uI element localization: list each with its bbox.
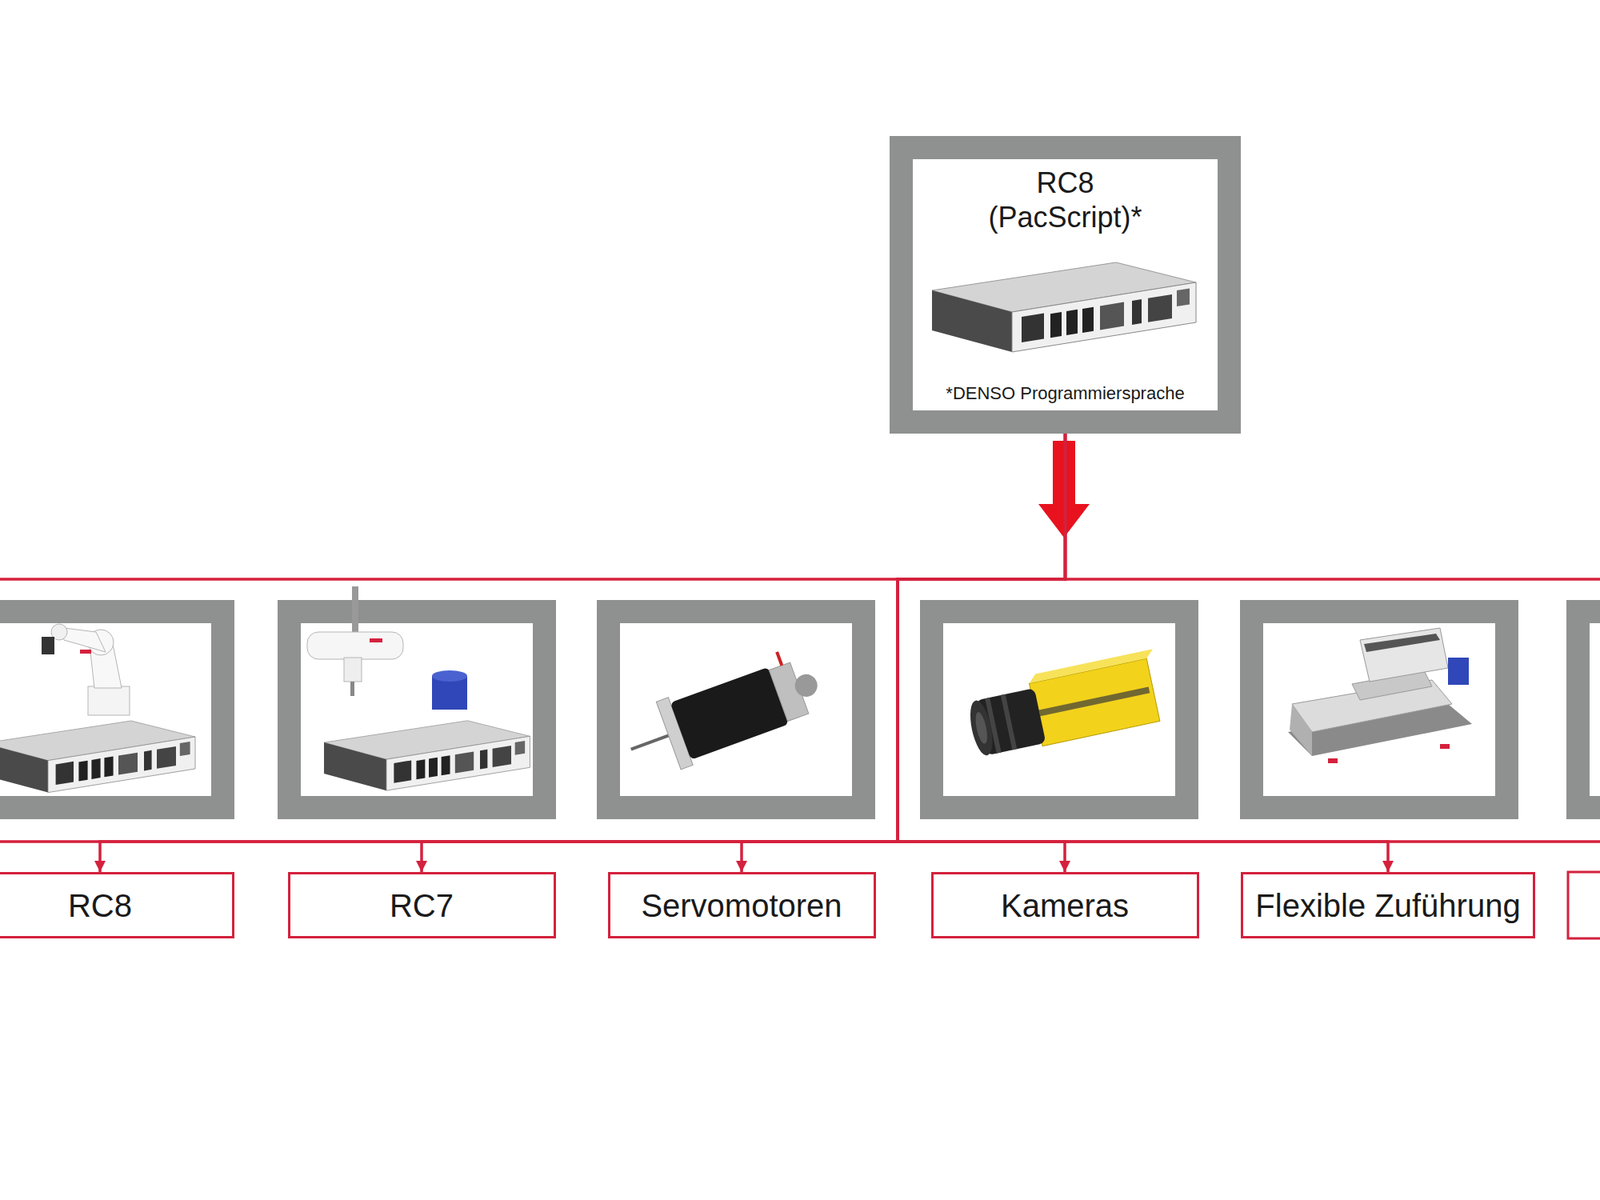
drawing-part [620,623,852,796]
device-label: Flexible Zuführung [1240,872,1536,939]
device-label: Servomotoren [608,872,876,939]
drawing-part [344,657,362,682]
box-title: RC7 [389,888,454,924]
drawing-part [1263,623,1496,796]
device-label [1568,872,1600,939]
drawing-part [1289,704,1312,756]
scara-picture [307,586,530,791]
drawing-part [973,711,990,745]
drawing-part [1027,648,1155,684]
drawing-part [792,671,821,700]
drawing-part [307,632,404,660]
drawing-part [324,720,530,791]
drawing-part [1328,758,1338,764]
picture-grounds [0,623,1600,796]
bus-connector [741,433,1066,872]
drawing-part [350,681,355,696]
bus-line [0,577,1600,581]
bus-connector [897,433,1388,872]
controller-picture [932,262,1196,352]
drawing-part [369,638,383,643]
drawing-part [41,636,55,655]
robot-picture [0,624,196,793]
bus-connector [100,433,1066,872]
drawing-part [80,649,92,654]
device-label: RC7 [288,872,556,939]
drawing-part [943,623,1176,796]
device-label: RC8 [0,872,235,939]
drawing-part [1039,686,1151,716]
drawing-part [1000,694,1017,751]
box-title: Servomotoren [640,888,842,924]
drawing-part [0,720,196,793]
bus-connector [897,433,1066,872]
drawing-part [0,623,212,796]
drawing-part [596,600,876,820]
drawing-part [277,600,556,820]
drawing-part [1364,633,1440,652]
box-title: RC8 [68,888,132,924]
picture-frames [0,600,1600,820]
drawing-part [300,623,533,796]
camera-picture [963,648,1168,760]
drawing-part [775,651,784,666]
drawing-part [631,735,669,749]
drawing-part [0,600,235,820]
box-ground [912,159,1218,411]
drawing-part [920,600,1199,820]
servomotor-picture [616,642,829,784]
device-label: Kameras [931,872,1200,939]
drawing-part [1360,628,1448,682]
controller-box: RC8 (PacScript)* *DENSO Programmiersprach… [889,136,1241,434]
drawing-part [670,667,789,760]
drawing-part [88,686,130,716]
drawing-part [1440,744,1450,749]
drawing-part [1589,623,1600,796]
drawing-part [432,670,468,682]
drawing-part [966,698,997,757]
drawing-part [1448,657,1469,685]
box-title: Flexible Zuführung [1255,888,1520,924]
drawing-part [1240,600,1519,820]
drawing-part [352,586,359,635]
feeder-picture [1288,628,1472,764]
bus-connector [421,433,1066,872]
box-title: RC8 (PacScript)* [961,165,1170,235]
box-title: Kameras [1000,888,1129,924]
drawing-part [1566,600,1600,820]
footnote: *DENSO Programmiersprache [912,383,1218,404]
